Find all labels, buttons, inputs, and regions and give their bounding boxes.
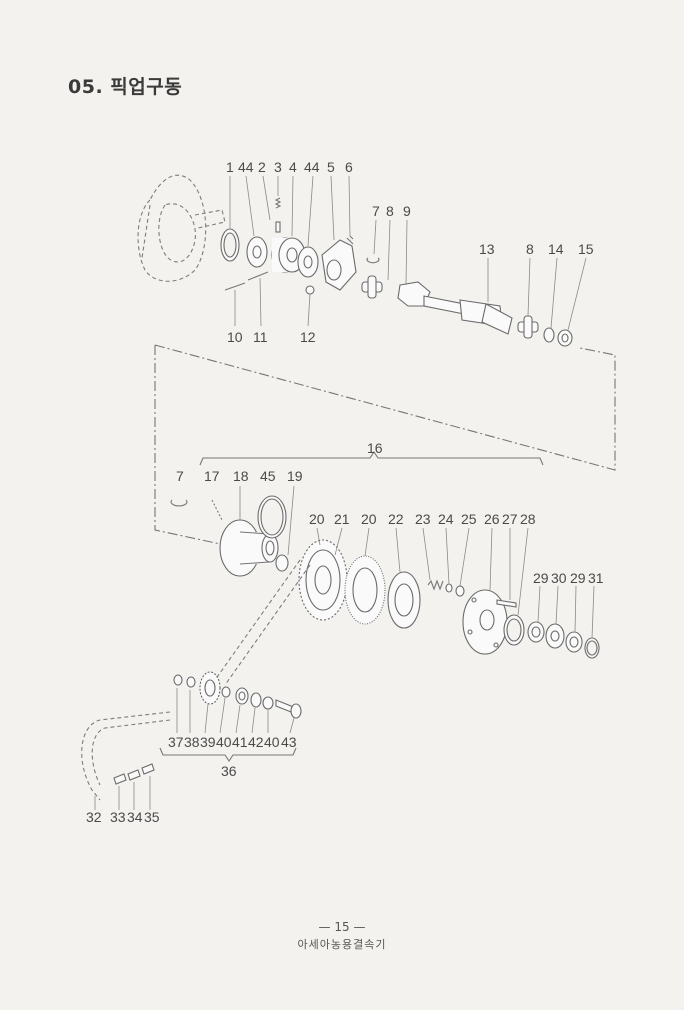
callout-40: 40 bbox=[216, 734, 232, 750]
part-27-bolt bbox=[496, 599, 517, 608]
part-25-nut bbox=[455, 585, 465, 597]
callout-10: 10 bbox=[227, 329, 243, 345]
part-19-ring bbox=[275, 554, 289, 572]
part-38-washer bbox=[186, 676, 196, 688]
part-40-spacer bbox=[221, 686, 231, 698]
drive-chain bbox=[81, 559, 311, 801]
callout-20: 20 bbox=[309, 511, 325, 527]
part-18-hub-flange bbox=[219, 519, 279, 577]
part-42-collar bbox=[250, 692, 262, 708]
part-39-sprocket bbox=[199, 671, 221, 705]
part-2-spring bbox=[274, 197, 282, 209]
part-24-washer bbox=[445, 583, 453, 593]
part-20-friction-plate bbox=[344, 555, 386, 625]
callout-38: 38 bbox=[184, 734, 200, 750]
page-number: — 15 — bbox=[318, 920, 366, 934]
callout-27: 27 bbox=[502, 511, 518, 527]
assembly-36-bracket bbox=[159, 747, 297, 762]
callout-41: 41 bbox=[232, 734, 248, 750]
part-23-spring bbox=[427, 579, 444, 591]
callout-45: 45 bbox=[260, 468, 276, 484]
callout-20-b: 20 bbox=[361, 511, 377, 527]
part-8-universal-cross bbox=[361, 275, 383, 299]
callout-2: 2 bbox=[258, 159, 266, 175]
callout-3: 3 bbox=[274, 159, 282, 175]
callout-22: 22 bbox=[388, 511, 404, 527]
callout-5: 5 bbox=[327, 159, 335, 175]
callout-8: 8 bbox=[386, 203, 394, 219]
part-12-set-screw bbox=[305, 285, 315, 295]
page-title: 05. 픽업구동 bbox=[68, 76, 183, 98]
part-8-universal-cross-b bbox=[517, 315, 539, 339]
lower-leader-lines bbox=[239, 485, 595, 639]
callout-39: 39 bbox=[200, 734, 216, 750]
chain-links bbox=[94, 763, 155, 810]
callout-11: 11 bbox=[253, 329, 268, 345]
part-43-bolt bbox=[275, 699, 302, 719]
callout-37: 37 bbox=[168, 734, 184, 750]
callout-8-b: 8 bbox=[526, 241, 534, 257]
callout-30: 30 bbox=[551, 570, 567, 586]
callout-40-b: 40 bbox=[264, 734, 280, 750]
callout-29-b: 29 bbox=[570, 570, 586, 586]
callout-42: 42 bbox=[248, 734, 264, 750]
callout-34: 34 bbox=[127, 809, 143, 825]
callout-24: 24 bbox=[438, 511, 454, 527]
callout-28: 28 bbox=[520, 511, 536, 527]
callout-43: 43 bbox=[281, 734, 297, 750]
callout-17: 17 bbox=[204, 468, 220, 484]
part-3-pin bbox=[275, 221, 281, 233]
part-11-pin bbox=[247, 271, 269, 281]
sprocket-leader-lines bbox=[176, 688, 295, 734]
callout-21: 21 bbox=[334, 511, 350, 527]
part-37-nut bbox=[173, 674, 183, 686]
callout-31: 31 bbox=[588, 570, 604, 586]
assembly-connection-lines bbox=[154, 344, 616, 546]
part-22-pressure-plate bbox=[387, 571, 421, 629]
callout-6: 6 bbox=[345, 159, 353, 175]
callout-labels: 1 44 2 3 4 44 5 6 7 8 9 13 8 14 15 10 11… bbox=[86, 159, 604, 825]
callout-29: 29 bbox=[533, 570, 549, 586]
callout-9: 9 bbox=[403, 203, 411, 219]
part-6-bolt bbox=[346, 235, 354, 245]
assembly-16-bracket bbox=[199, 451, 544, 466]
callout-16: 16 bbox=[367, 440, 383, 456]
callout-44: 44 bbox=[238, 159, 254, 175]
callout-23: 23 bbox=[415, 511, 431, 527]
callout-15: 15 bbox=[578, 241, 594, 257]
callout-26: 26 bbox=[484, 511, 500, 527]
part-10-pin bbox=[224, 282, 246, 291]
callout-1: 1 bbox=[226, 159, 234, 175]
callout-7: 7 bbox=[372, 203, 380, 219]
part-13-telescopic-shaft bbox=[423, 295, 513, 335]
callout-4: 4 bbox=[289, 159, 297, 175]
reel-hub-outline bbox=[137, 174, 226, 282]
part-26-flange-plate bbox=[462, 589, 508, 655]
callout-36: 36 bbox=[221, 763, 237, 779]
callout-13: 13 bbox=[479, 241, 495, 257]
callout-18: 18 bbox=[233, 468, 249, 484]
callout-12: 12 bbox=[300, 329, 316, 345]
callout-33: 33 bbox=[110, 809, 126, 825]
part-14-clip bbox=[543, 327, 555, 343]
callout-44-b: 44 bbox=[304, 159, 320, 175]
upper-leader-lines bbox=[229, 175, 587, 331]
part-40-spacer-b bbox=[262, 696, 274, 710]
footer-text: 아세아농용결속기 bbox=[297, 938, 387, 951]
part-7-clip bbox=[366, 257, 380, 264]
callout-32: 32 bbox=[86, 809, 102, 825]
callout-14: 14 bbox=[548, 241, 564, 257]
part-21-sprocket bbox=[298, 539, 348, 621]
part-17-key bbox=[211, 499, 223, 521]
callout-25: 25 bbox=[461, 511, 477, 527]
callout-7-b: 7 bbox=[176, 468, 184, 484]
callout-35: 35 bbox=[144, 809, 160, 825]
part-7-clip-b bbox=[170, 499, 188, 507]
callout-19: 19 bbox=[287, 468, 303, 484]
